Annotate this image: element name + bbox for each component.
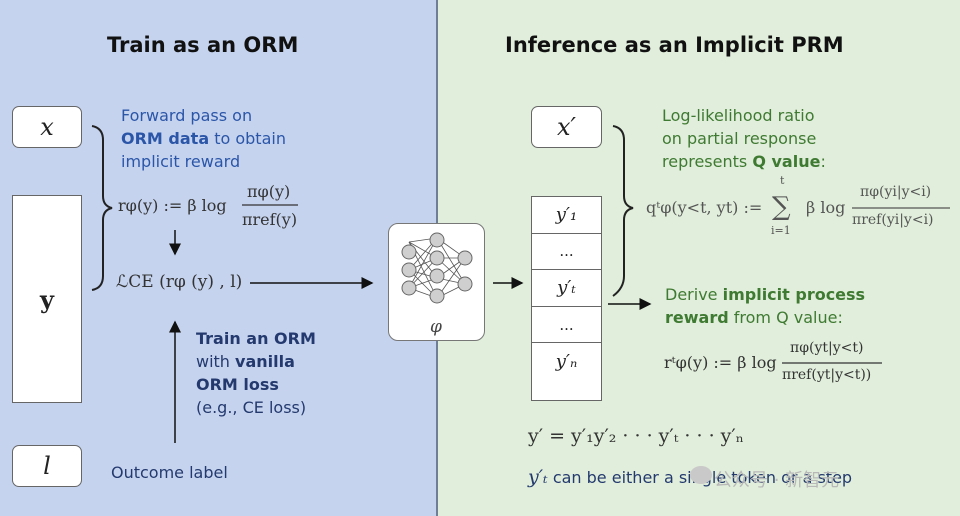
- outcome-label-text: Outcome label: [111, 463, 228, 482]
- right-panel: [437, 0, 960, 516]
- derive-from-q: from Q value:: [728, 308, 843, 327]
- q-sum-top: t: [780, 174, 785, 187]
- loglik-q-value: Q value: [752, 152, 821, 171]
- reward-formula-denominator: πref(y): [242, 210, 298, 229]
- train-orm-with: with: [196, 352, 236, 371]
- q-formula-denominator: πref(yi|y<i): [852, 212, 934, 228]
- token-cell-1: y′₁: [532, 197, 601, 234]
- l-symbol: l: [43, 452, 51, 480]
- r-formula-numerator: πφ(yt|y<t): [790, 340, 864, 356]
- derive-line1: Derive implicit process: [665, 283, 865, 306]
- derive-reward-bold: reward: [665, 308, 729, 327]
- l-label-box: l: [12, 445, 82, 487]
- q-formula-numerator: πφ(yi|y<i): [860, 184, 932, 200]
- q-formula-lhs: qᵗφ(y<t, yt) :=: [646, 198, 763, 217]
- derive-bold: implicit process: [722, 285, 866, 304]
- watermark-text: 公众号 · 新智元: [714, 470, 840, 491]
- x-prime-symbol: x′: [557, 113, 576, 141]
- derive-line2: reward from Q value:: [665, 306, 843, 329]
- left-title: Train as an ORM: [107, 33, 299, 57]
- train-orm-line2: with vanilla: [196, 350, 295, 373]
- reward-formula-numerator: πφ(y): [247, 182, 291, 201]
- loss-formula: ℒCE (rφ (y) , l): [116, 272, 243, 292]
- x-input-box: x: [12, 106, 82, 148]
- token-cell-t: y′ₜ: [532, 270, 601, 307]
- forward-pass-rest: to obtain: [209, 129, 286, 148]
- train-orm-vanilla: vanilla: [235, 352, 295, 371]
- forward-pass-bold: ORM data: [121, 129, 210, 148]
- x-prime-box: x′: [531, 106, 602, 148]
- r-formula-lhs: rᵗφ(y) := β log: [664, 353, 777, 372]
- forward-pass-line3: implicit reward: [121, 152, 241, 171]
- token-cell-ellipsis-2: ...: [532, 307, 601, 344]
- loglik-colon: :: [820, 152, 826, 171]
- y-symbol: y: [40, 284, 54, 314]
- x-symbol: x: [40, 113, 54, 141]
- derive-plain: Derive: [665, 285, 723, 304]
- forward-pass-line2: ORM data to obtain: [121, 127, 286, 150]
- q-sum-bottom: i=1: [771, 224, 791, 237]
- phi-symbol: φ: [430, 317, 442, 337]
- loglik-line1: Log-likelihood ratio: [662, 106, 815, 125]
- wechat-icon: [690, 466, 712, 484]
- train-orm-line1: Train an ORM: [196, 329, 316, 348]
- y-response-box: y: [12, 195, 82, 403]
- token-cell-n: y′ₙ: [555, 351, 578, 373]
- train-orm-line3: ORM loss: [196, 375, 279, 394]
- forward-pass-line1: Forward pass on: [121, 106, 253, 125]
- right-title: Inference as an Implicit PRM: [505, 33, 844, 57]
- loglik-represents: represents: [662, 152, 753, 171]
- reward-formula-lhs: rφ(y) := β log: [118, 196, 227, 215]
- token-note-symbol: y′ₜ: [528, 466, 548, 488]
- neural-network-nodes: [401, 232, 473, 304]
- q-sum-symbol: ∑: [772, 192, 791, 222]
- token-stack: y′₁ ... y′ₜ ... y′ₙ: [531, 196, 602, 401]
- q-formula-mid: β log: [806, 198, 846, 217]
- r-formula-denominator: πref(yt|y<t)): [782, 367, 872, 383]
- right-brace: [612, 125, 634, 297]
- loglik-line3: represents Q value:: [662, 150, 826, 173]
- loglik-line2: on partial response: [662, 129, 817, 148]
- train-orm-line4: (e.g., CE loss): [196, 398, 307, 417]
- sequence-formula: y′ = y′₁y′₂ · · · y′ₜ · · · y′ₙ: [528, 425, 744, 447]
- token-cell-ellipsis-1: ...: [532, 234, 601, 271]
- left-brace: [91, 125, 113, 291]
